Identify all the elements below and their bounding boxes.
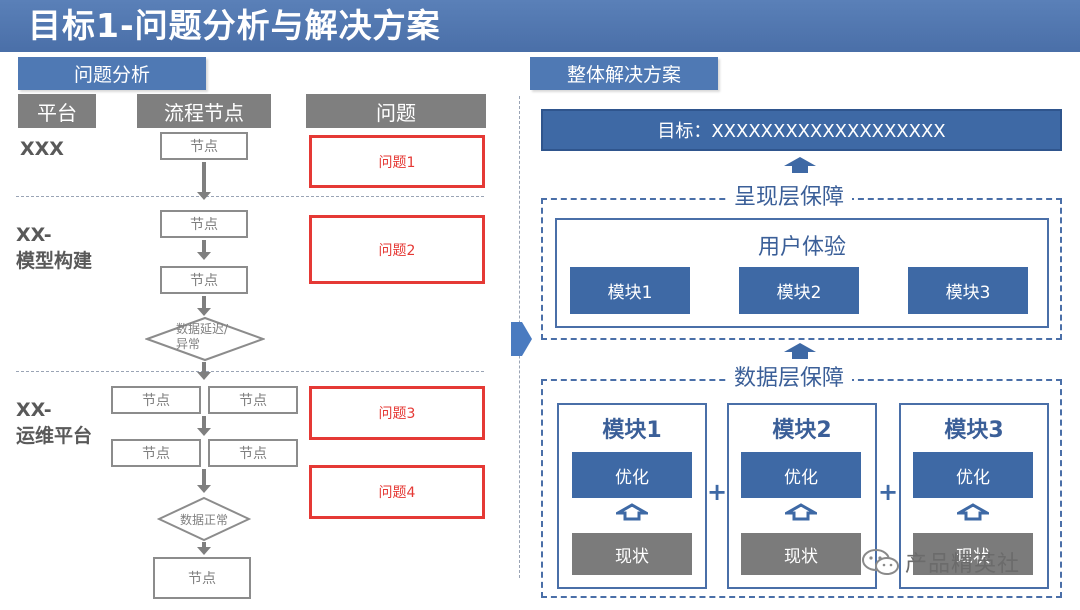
row-divider xyxy=(16,196,484,197)
data-module-title: 模块2 xyxy=(772,418,832,443)
flow-node: 节点 xyxy=(208,386,298,414)
col-header-flow-node: 流程节点 xyxy=(137,94,271,128)
overall-solution-label: 整体解决方案 xyxy=(530,57,718,90)
flow-node: 节点 xyxy=(208,439,298,467)
problem-analysis-label: 问题分析 xyxy=(18,57,206,90)
plus-icon: + xyxy=(877,478,899,506)
flow-arrow xyxy=(202,469,206,485)
problem-box: 问题2 xyxy=(309,215,485,284)
flow-arrow xyxy=(202,542,206,548)
chevron-right-icon xyxy=(511,322,532,356)
flow-arrow-head xyxy=(197,192,211,200)
presentation-layer-title: 呈现层保障 xyxy=(726,182,853,214)
ux-module-2: 模块2 xyxy=(739,267,859,314)
flow-arrow xyxy=(202,162,206,192)
ux-module-3: 模块3 xyxy=(908,267,1028,314)
row-label-ops-platform: XX- 运维平台 xyxy=(16,399,93,447)
ux-module-1: 模块1 xyxy=(570,267,690,314)
col-header-platform: 平台 xyxy=(18,94,96,128)
flow-arrow-head xyxy=(197,485,211,493)
flow-arrow-head xyxy=(197,308,211,316)
flow-arrow-head xyxy=(197,547,211,555)
data-module-title: 模块3 xyxy=(944,418,1004,443)
status-box: 现状 xyxy=(572,533,692,575)
problem-box: 问题1 xyxy=(309,135,485,188)
data-layer-title: 数据层保障 xyxy=(726,363,853,395)
optimize-box: 优化 xyxy=(572,452,692,498)
watermark-text: 产品精英社 xyxy=(905,552,1021,577)
decision-label-delay: 数据延迟/ 异常 xyxy=(176,322,229,351)
up-arrow-outline-icon xyxy=(616,503,648,521)
goal-banner: 目标：XXXXXXXXXXXXXXXXXXX xyxy=(541,109,1062,151)
col-header-problem: 问题 xyxy=(306,94,486,128)
flow-node: 节点 xyxy=(153,557,251,599)
flow-arrow xyxy=(202,240,206,252)
status-box: 现状 xyxy=(741,533,861,575)
optimize-box: 优化 xyxy=(741,452,861,498)
problem-box: 问题4 xyxy=(309,465,485,519)
status-box: 现状 xyxy=(913,533,1033,575)
problem-box: 问题3 xyxy=(309,386,485,440)
row-label-model-build: XX- 模型构建 xyxy=(16,224,93,272)
flow-arrow xyxy=(202,296,206,308)
flow-node: 节点 xyxy=(160,266,248,294)
user-experience-title: 用户体验 xyxy=(757,235,846,260)
up-arrow-icon xyxy=(784,157,816,173)
flow-node: 节点 xyxy=(111,439,201,467)
decision-diamond-normal xyxy=(157,496,251,542)
flow-arrow-head xyxy=(197,372,211,380)
flow-arrow-head xyxy=(197,428,211,436)
title-bar xyxy=(0,0,1080,52)
decision-diamond-delay xyxy=(145,316,265,362)
optimize-box: 优化 xyxy=(913,452,1033,498)
up-arrow-outline-icon xyxy=(957,503,989,521)
page-title: 目标1-问题分析与解决方案 xyxy=(28,6,441,45)
flow-node: 节点 xyxy=(111,386,201,414)
flow-node: 节点 xyxy=(160,210,248,238)
data-module-title: 模块1 xyxy=(602,418,662,443)
plus-icon: + xyxy=(706,478,728,506)
flow-node: 节点 xyxy=(160,132,248,160)
decision-label-normal: 数据正常 xyxy=(179,512,228,527)
flow-arrow xyxy=(202,416,206,428)
row-divider xyxy=(16,371,484,372)
wechat-icon xyxy=(862,549,899,575)
up-arrow-icon xyxy=(784,343,816,359)
up-arrow-outline-icon xyxy=(785,503,817,521)
flow-arrow xyxy=(202,362,206,372)
flow-arrow-head xyxy=(197,252,211,260)
row-label-xxx: XXX xyxy=(20,138,64,160)
